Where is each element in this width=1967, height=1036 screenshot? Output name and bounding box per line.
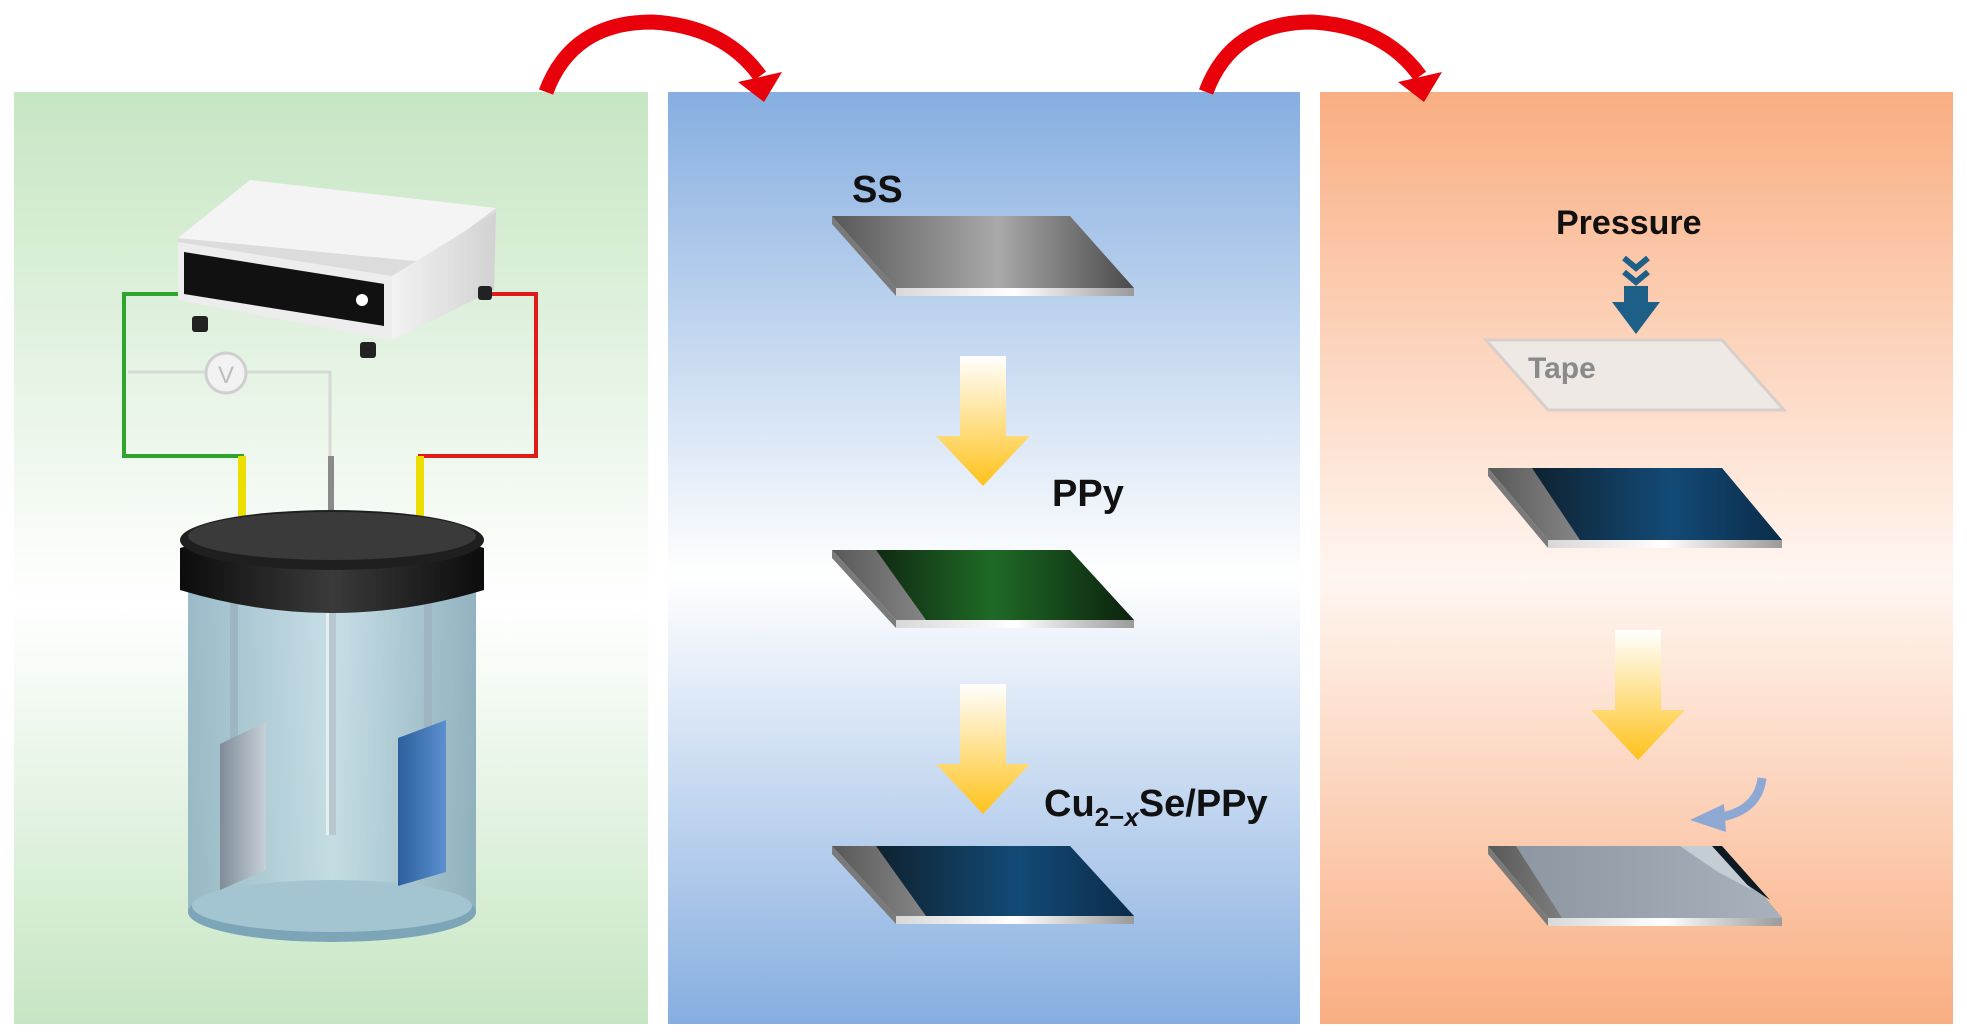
counter-electrode-lead [416, 456, 424, 516]
label-ppy: PPy [1052, 473, 1124, 515]
label-ss: SS [852, 169, 903, 211]
pressure-arrow-icon [1612, 255, 1660, 334]
reference-electrode-lead [328, 456, 334, 516]
label-tape: Tape [1528, 352, 1596, 385]
process-arrow-icon [936, 684, 1030, 814]
tape-sheet [1482, 338, 1788, 412]
label-cu2xse-ppy: Cu2−xSe/PPy [1044, 783, 1268, 832]
label-pressure: Pressure [1556, 204, 1702, 242]
substrate-cu2xse-ppy [832, 846, 1134, 924]
peel-arrow-icon [1690, 777, 1767, 832]
substrate-before-tape [1488, 468, 1782, 548]
substrate-ppy [832, 550, 1134, 628]
process-arrow-icon [936, 356, 1030, 486]
substrate-with-tape [1488, 846, 1782, 926]
potentiostat-icon [178, 180, 496, 358]
voltmeter-label: V [218, 362, 234, 389]
step-arrow-1 [538, 14, 782, 102]
substrate-ss [832, 216, 1134, 296]
electrochemical-cell-icon [180, 510, 484, 942]
working-electrode-lead [238, 456, 246, 516]
process-arrow-icon [1591, 630, 1685, 760]
step-arrow-2 [1198, 14, 1442, 102]
voltmeter-icon: V [204, 351, 248, 395]
